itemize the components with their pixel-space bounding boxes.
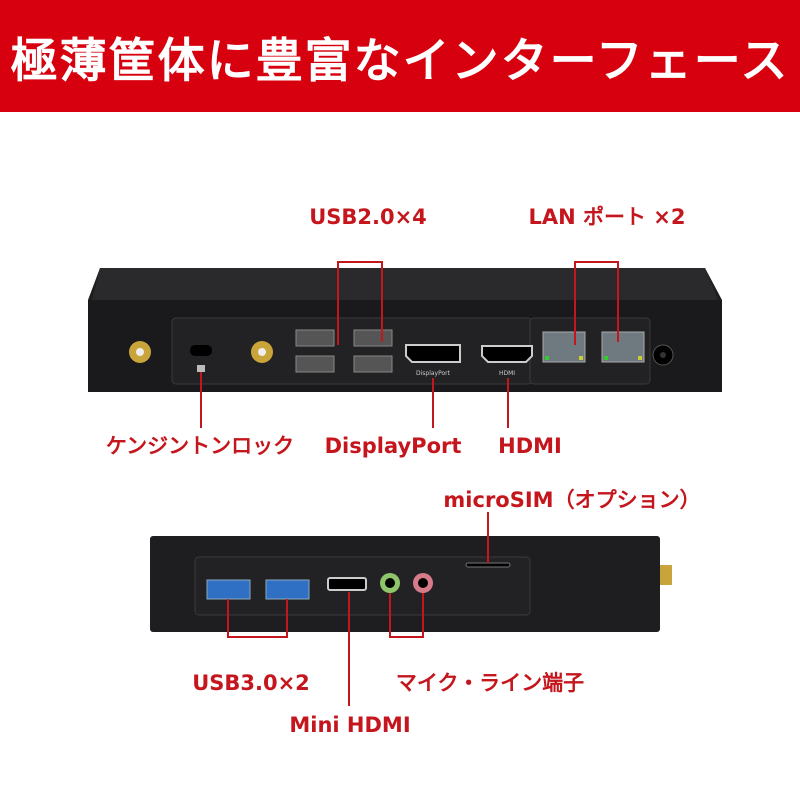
displayport-print: DisplayPort xyxy=(416,370,451,377)
mini-hdmi-port-icon xyxy=(327,577,367,591)
antenna-connector-icon xyxy=(660,565,672,585)
banner-title: 極薄筐体に豊富なインターフェース xyxy=(10,33,790,89)
antenna-connector-icon xyxy=(129,341,151,363)
label-audio: マイク・ライン端子 xyxy=(395,671,585,695)
title-banner: 極薄筐体に豊富なインターフェース xyxy=(0,0,800,112)
lan-port-icon xyxy=(601,331,645,363)
audio-jack-green-icon xyxy=(380,573,400,593)
usb2-port-icon xyxy=(295,329,393,373)
label-microsim: microSIM（オプション） xyxy=(443,488,701,512)
usb3-port-icon xyxy=(206,579,310,600)
displayport-icon xyxy=(405,344,461,363)
hdmi-port-icon xyxy=(481,345,533,363)
dc-power-jack-icon xyxy=(652,344,674,366)
rear-panel-device: DisplayPort HDMI xyxy=(88,268,722,392)
label-kensington: ケンジントンロック xyxy=(105,434,295,458)
label-displayport: DisplayPort xyxy=(324,434,462,458)
front-panel-device xyxy=(150,536,672,632)
lan-port-icon xyxy=(542,331,586,363)
label-usb2: USB2.0×4 xyxy=(309,205,427,229)
kensington-lock-icon xyxy=(190,345,212,372)
label-lan: LAN ポート ×2 xyxy=(528,205,686,229)
hdmi-print: HDMI xyxy=(499,370,515,377)
microsim-slot-icon xyxy=(465,562,511,568)
label-hdmi: HDMI xyxy=(498,434,562,458)
label-mini-hdmi: Mini HDMI xyxy=(289,713,411,737)
audio-jack-pink-icon xyxy=(413,573,433,593)
label-usb3: USB3.0×2 xyxy=(192,671,310,695)
antenna-connector-icon xyxy=(251,341,273,363)
callout-lines xyxy=(200,261,619,706)
